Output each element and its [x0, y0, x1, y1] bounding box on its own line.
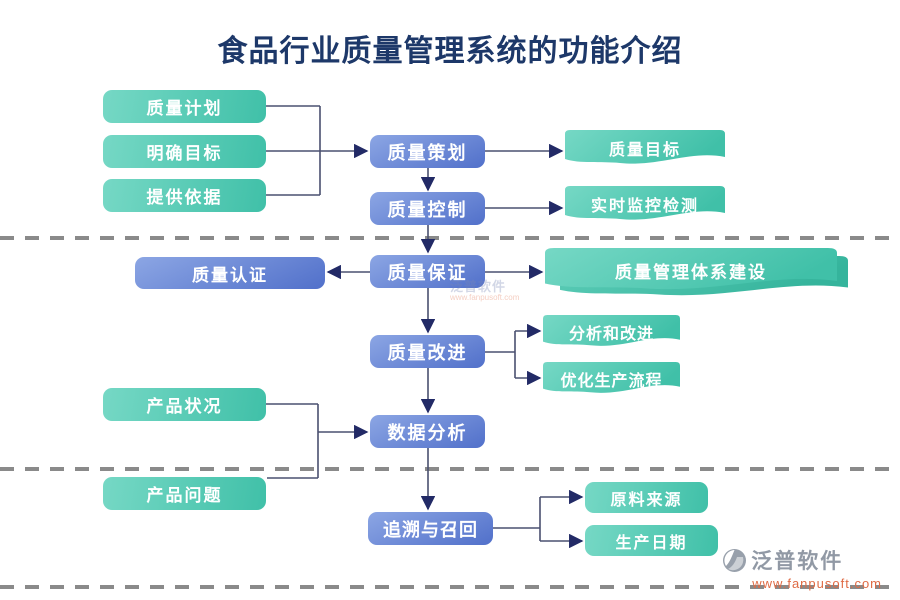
brand-name-text: 泛普软件	[751, 550, 844, 573]
page-title: 食品行业质量管理系统的功能介绍	[217, 35, 683, 68]
brand-website-text: www.fanpusoft.com	[752, 576, 882, 591]
watermark-url-text: www.fanpusoft.com	[450, 293, 520, 303]
node-label: 优化生产流程	[560, 372, 663, 390]
node-label: 提供依据	[146, 188, 223, 207]
node-label: 质量策划	[387, 142, 468, 163]
node-label: 质量控制	[387, 199, 468, 220]
node-quality-improvement: 质量改进	[370, 335, 485, 368]
connectors	[266, 105, 584, 549]
document-shape	[543, 362, 680, 393]
node-qms-building: 质量管理体系建设	[545, 248, 837, 292]
watermark-brand-text: 泛普软件	[450, 279, 507, 294]
node-product-status: 产品状况	[103, 388, 266, 421]
node-label: 质量管理体系建设	[615, 262, 767, 282]
brand-watermark: 泛普软件 www.fanpusoft.com	[722, 545, 882, 591]
document-shape	[565, 186, 725, 220]
node-label: 质量目标	[608, 142, 681, 159]
node-label: 质量认证	[192, 265, 268, 285]
node-label: 生产日期	[615, 534, 688, 552]
node-label: 质量计划	[146, 99, 223, 118]
node-label: 明确目标	[146, 144, 223, 163]
node-label: 追溯与召回	[383, 519, 478, 540]
node-quality-goals: 质量目标	[565, 130, 725, 166]
node-analyze-improve: 分析和改进	[543, 315, 680, 348]
node-provide-basis: 提供依据	[103, 179, 266, 212]
node-label: 数据分析	[387, 422, 468, 443]
node-trace-recall: 追溯与召回	[368, 512, 493, 545]
node-label: 产品状况	[146, 397, 223, 416]
document-shape	[543, 315, 680, 346]
node-quality-assurance: 质量保证	[370, 255, 485, 288]
node-label: 原料来源	[610, 491, 683, 509]
node-label: 质量改进	[387, 342, 468, 363]
node-quality-control: 质量控制	[370, 192, 485, 225]
node-label: 产品问题	[146, 486, 223, 505]
node-quality-certification: 质量认证	[135, 257, 325, 289]
node-label: 分析和改进	[568, 325, 654, 343]
node-production-date: 生产日期	[585, 525, 718, 556]
node-raw-material-source: 原料来源	[585, 482, 708, 513]
node-quality-planning: 质量策划	[370, 135, 485, 168]
node-optimize-process: 优化生产流程	[543, 362, 680, 395]
node-realtime-monitoring: 实时监控检测	[565, 186, 725, 222]
fanpu-logo-icon	[723, 548, 747, 572]
node-label: 质量保证	[387, 262, 468, 283]
document-shape	[545, 248, 837, 290]
watermark-faint: 泛普软件 www.fanpusoft.com	[450, 279, 520, 303]
node-product-issues: 产品问题	[103, 477, 266, 510]
node-quality-plan: 质量计划	[103, 90, 266, 123]
node-clear-goals: 明确目标	[103, 135, 266, 168]
document-shape	[565, 130, 725, 164]
node-data-analysis: 数据分析	[370, 415, 485, 448]
node-label: 实时监控检测	[590, 198, 699, 215]
